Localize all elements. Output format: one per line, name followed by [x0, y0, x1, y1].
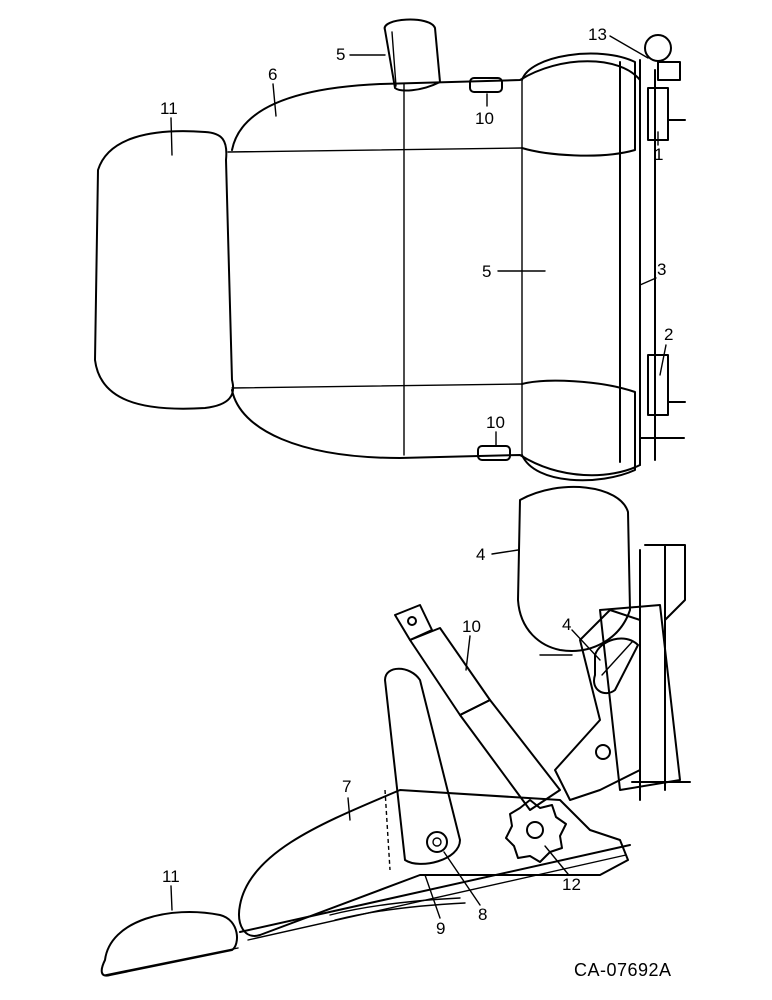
side-adjust-knob-hub	[526, 821, 544, 839]
top-headrest-block	[383, 18, 441, 92]
side-upper-cushion	[100, 911, 238, 977]
callout-5-top: 5	[482, 262, 491, 281]
leader-2	[659, 344, 667, 376]
top-side-bolster-upper	[521, 52, 636, 157]
side-hinge-bolt	[595, 744, 611, 760]
side-adjust-knob	[505, 799, 567, 863]
side-recline-lever	[593, 637, 639, 695]
top-upper-cushion	[94, 130, 235, 410]
side-belt-buckle	[409, 627, 491, 716]
side-belt-tongue-hole	[407, 616, 417, 626]
leader-3	[639, 277, 657, 286]
leader-6-top	[272, 83, 277, 117]
top-adjuster-upper	[647, 87, 669, 141]
side-lumbar-knob-center	[432, 837, 442, 847]
top-headrest-edge	[391, 31, 397, 87]
leader-10-side	[465, 635, 471, 671]
leader-9	[424, 874, 441, 919]
side-backrest-inner-edge	[247, 854, 627, 941]
callout-4: 4	[562, 615, 571, 634]
callout-6-top: 6	[268, 65, 277, 84]
side-hinge-frame	[554, 609, 641, 801]
side-lumbar-knob	[426, 831, 448, 853]
callout-6-side: 7	[342, 777, 351, 796]
callout-13: 13	[588, 25, 607, 44]
callout-9: 9	[436, 919, 445, 938]
callout-11-top: 11	[160, 99, 178, 118]
top-control-knob-stem	[657, 60, 681, 81]
top-quilt-horizontal-1	[227, 147, 523, 153]
callout-5-side: 4	[476, 545, 485, 564]
callouts: 13 5 6 11 10 1 5 3 2 10 4 4 10	[160, 25, 673, 938]
side-backrest-bottom-edge	[239, 844, 631, 933]
callout-8: 8	[478, 905, 487, 924]
side-belt-strap	[459, 699, 561, 811]
side-upper-cushion-edge	[104, 947, 239, 976]
callout-11-side: 11	[162, 867, 180, 886]
seat-top-view	[94, 18, 686, 482]
callout-10-side: 10	[462, 617, 481, 636]
side-lumbar-bracket-dashed	[384, 789, 391, 871]
leader-13	[609, 35, 649, 59]
drawing-reference: CA-07692A	[574, 960, 672, 980]
callout-3: 3	[657, 260, 666, 279]
top-buckle-upper	[469, 77, 503, 93]
callout-7: 5	[336, 45, 345, 64]
leader-8	[443, 851, 481, 906]
seat-side-view	[100, 485, 691, 977]
leader-6-side	[347, 797, 351, 821]
top-buckle-lower	[477, 445, 511, 461]
leader-11-top	[170, 117, 173, 156]
side-lumbar-bracket	[384, 667, 461, 865]
top-quilt-horizontal-2	[231, 383, 523, 389]
callout-1: 1	[654, 145, 663, 164]
side-track-slot-2	[334, 902, 466, 921]
side-base-bracket	[644, 544, 686, 621]
top-adjuster-lower	[647, 354, 669, 416]
callout-10-top: 10	[475, 109, 494, 128]
leader-12	[544, 845, 569, 875]
side-seat-cushion	[517, 485, 631, 652]
top-backrest	[231, 60, 641, 477]
leader-4	[571, 629, 601, 661]
callout-2: 2	[664, 325, 673, 344]
callout-12: 12	[562, 875, 581, 894]
leader-11-side	[170, 885, 173, 911]
side-recline-lever-slot	[601, 641, 633, 676]
side-belt-tongue	[394, 604, 433, 641]
side-track-slot	[329, 897, 461, 916]
leader-5-side	[491, 549, 519, 555]
top-side-bolster-lower	[521, 379, 636, 482]
callout-10-mid: 10	[486, 413, 505, 432]
top-control-knob	[644, 34, 672, 62]
